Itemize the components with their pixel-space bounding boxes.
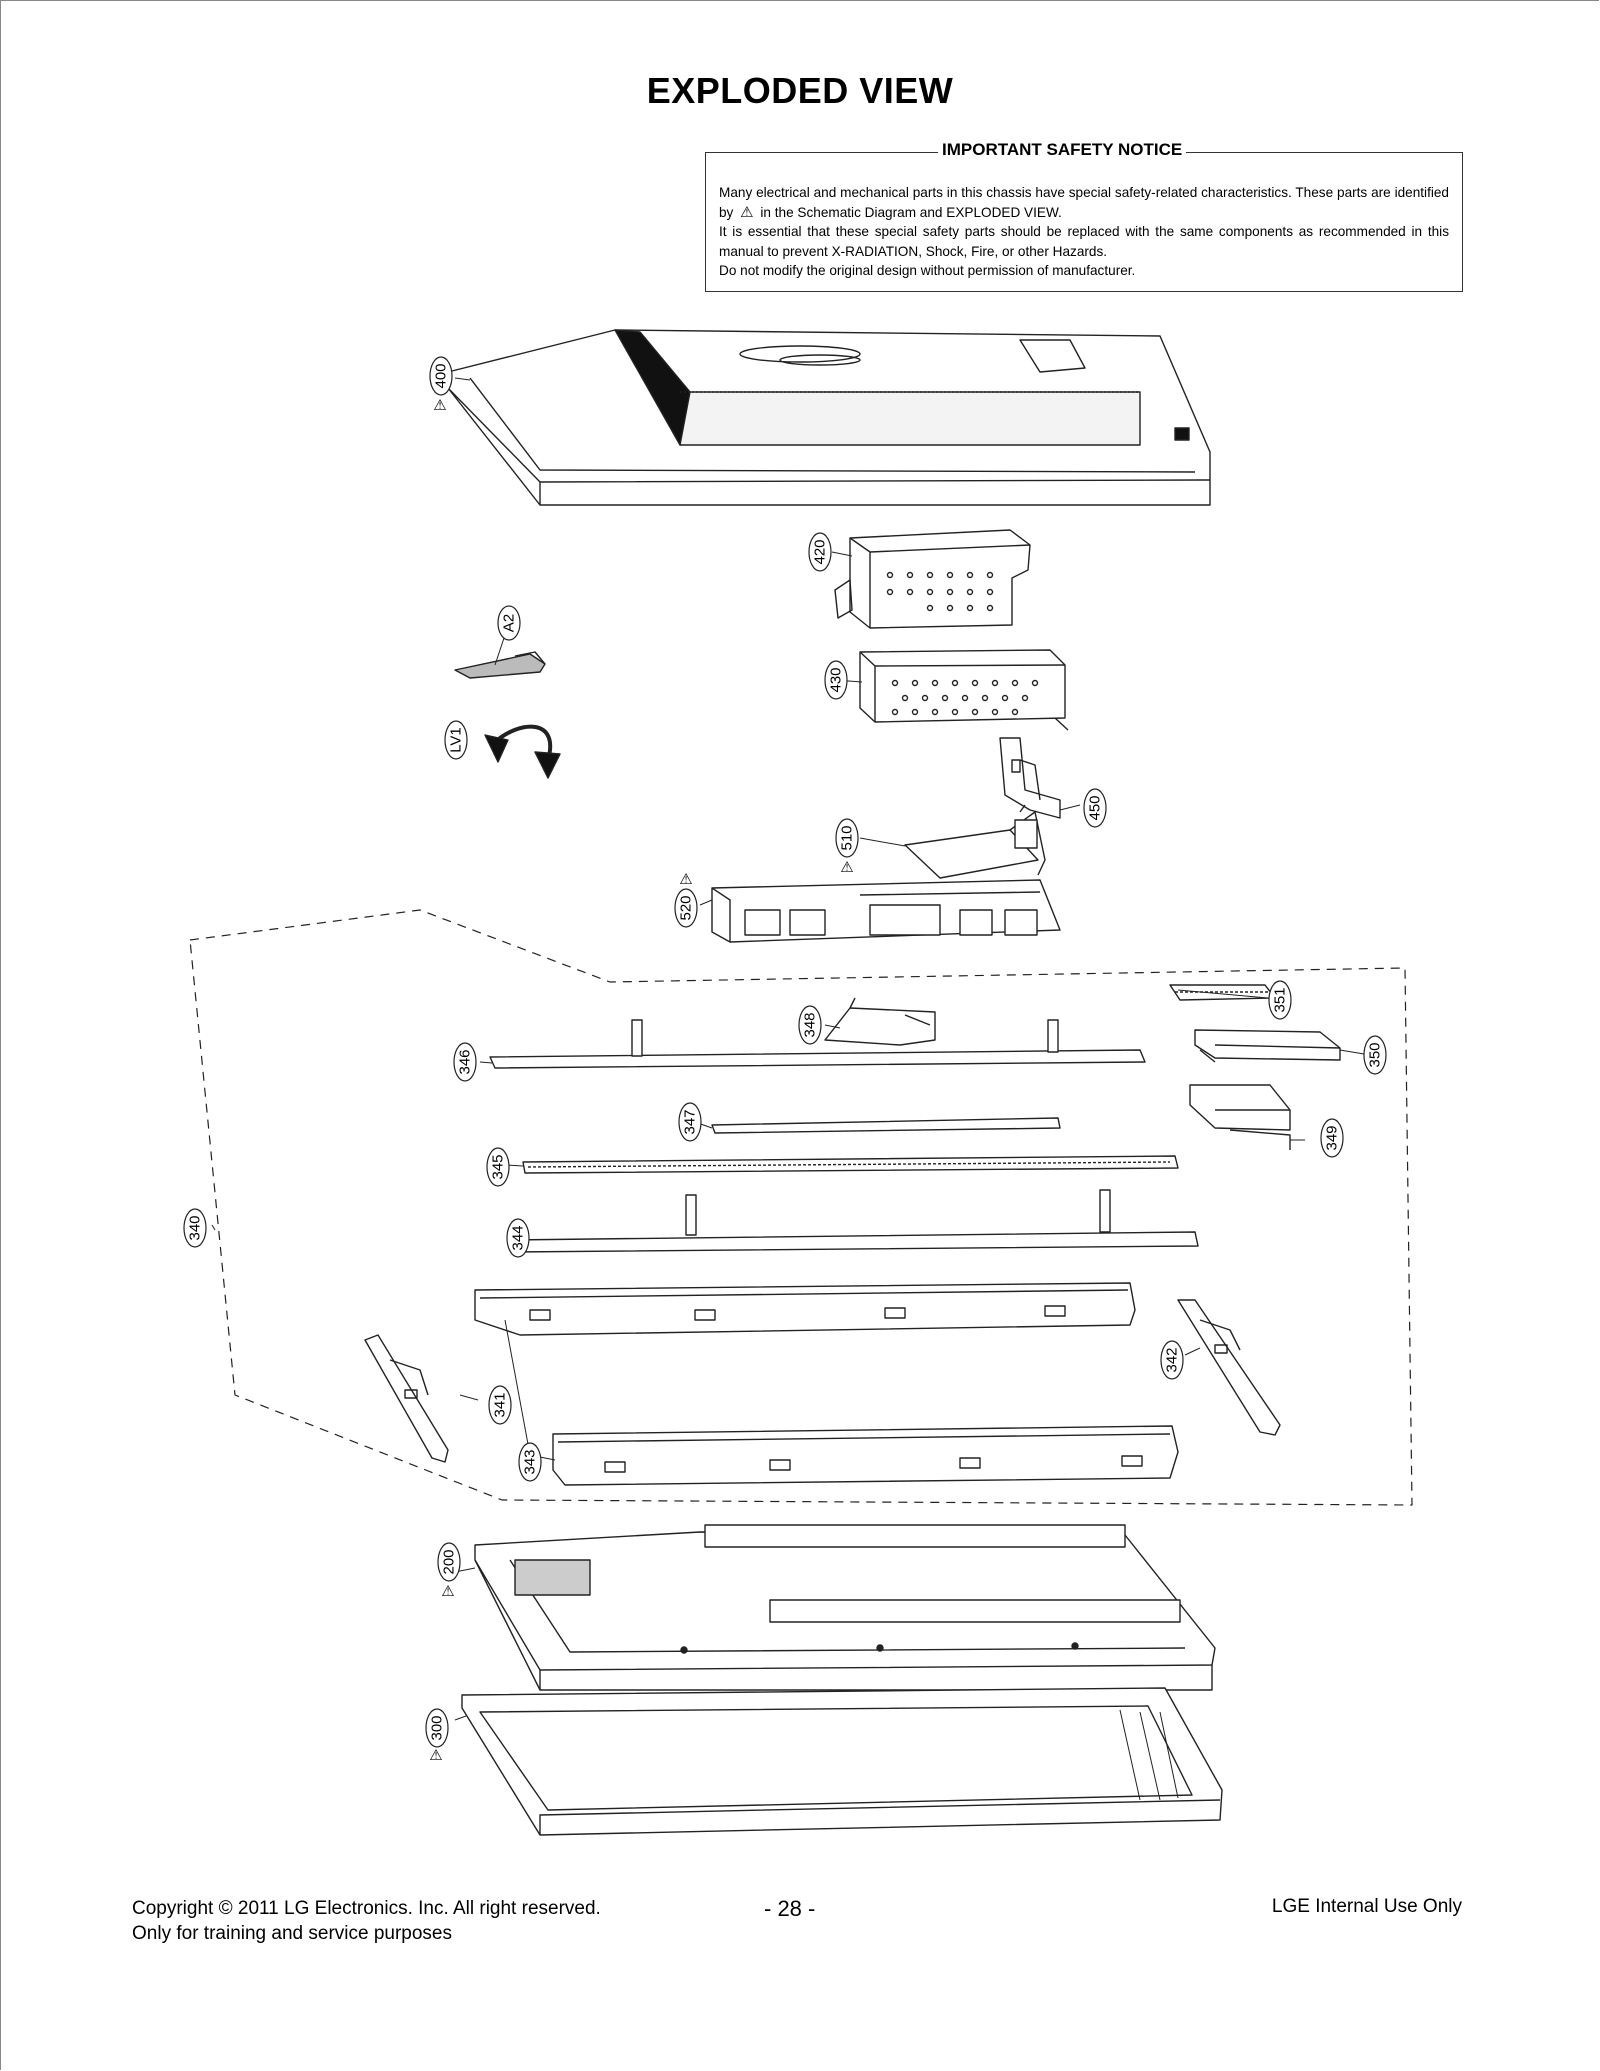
callout-347: 347 [678, 1102, 702, 1142]
svg-text:LV1: LV1 [448, 727, 465, 753]
callout-300: 300 ⚠ [425, 1708, 449, 1764]
callout-400: 400 ⚠ [429, 356, 453, 414]
part-450-bracket [999, 737, 1061, 819]
svg-text:343: 343 [522, 1449, 539, 1474]
svg-text:350: 350 [1367, 1042, 1384, 1067]
svg-text:430: 430 [828, 667, 845, 692]
warning-triangle-icon: ⚠ [840, 859, 853, 876]
warning-triangle-icon: ⚠ [740, 203, 754, 221]
svg-text:342: 342 [1164, 1347, 1181, 1372]
part-345-rail [522, 1155, 1179, 1174]
copyright-prefix: Copyright [132, 1898, 214, 1919]
callout-345: 345 [486, 1147, 510, 1187]
part-430-shield-box [859, 649, 1069, 731]
callout-343: 343 [518, 1442, 542, 1482]
footer-internal-use: LGE Internal Use Only [1271, 1896, 1462, 1917]
svg-text:300: 300 [429, 1715, 446, 1740]
callout-350: 350 [1363, 1035, 1387, 1075]
part-351 [1169, 984, 1276, 1001]
svg-text:348: 348 [802, 1012, 819, 1037]
warning-triangle-icon: ⚠ [679, 871, 692, 888]
callout-344: 344 [506, 1218, 530, 1258]
warning-triangle-icon: ⚠ [429, 1747, 442, 1764]
svg-text:200: 200 [441, 1549, 458, 1574]
callout-346: 346 [453, 1042, 477, 1082]
svg-text:A2: A2 [501, 614, 518, 632]
callout-520: 520 ⚠ [674, 871, 698, 928]
svg-text:510: 510 [839, 825, 856, 850]
callout-430: 430 [824, 660, 848, 700]
callout-200: 200 ⚠ [437, 1542, 461, 1600]
svg-text:341: 341 [492, 1392, 509, 1417]
part-300-bezel [461, 1687, 1223, 1836]
svg-text:450: 450 [1087, 795, 1104, 820]
part-510-board [904, 804, 1046, 879]
safety-notice-box: IMPORTANT SAFETY NOTICE Many electrical … [705, 140, 1463, 292]
part-520-board [711, 879, 1061, 943]
leader-lines [211, 377, 1371, 1721]
part-400-rear-cover [447, 329, 1211, 506]
callout-340: 340 [183, 1208, 207, 1248]
part-349 [1189, 1084, 1291, 1150]
part-344-rail [507, 1189, 1199, 1253]
footer-training-note: Only for training and service purposes [132, 1923, 452, 1944]
svg-text:346: 346 [457, 1049, 474, 1074]
warning-triangle-icon: ⚠ [441, 1583, 454, 1600]
callout-450: 450 [1083, 788, 1107, 828]
part-342-bracket [1177, 1299, 1281, 1436]
callout-a2: A2 [497, 605, 521, 641]
safety-notice-heading: IMPORTANT SAFETY NOTICE [938, 140, 1187, 160]
group-340-boundary [189, 909, 1413, 1506]
page-title: EXPLODED VIEW [646, 70, 954, 111]
part-a2 [454, 651, 546, 679]
notice-line2: It is essential that these special safet… [719, 224, 1449, 259]
svg-text:344: 344 [510, 1225, 527, 1250]
part-343-lower [552, 1425, 1179, 1486]
footer-copyright: Copyright © 2011 LG Electronics. Inc. Al… [132, 1896, 601, 1946]
copyright-icon: © [218, 1898, 233, 1919]
callout-342: 342 [1160, 1340, 1184, 1380]
part-341-bracket [364, 1334, 449, 1463]
part-350 [1194, 1029, 1341, 1063]
safety-notice-body: Many electrical and mechanical parts in … [719, 183, 1449, 281]
svg-text:349: 349 [1324, 1125, 1341, 1150]
part-348 [824, 997, 936, 1046]
svg-text:420: 420 [812, 539, 829, 564]
part-lv1-cable [484, 724, 561, 779]
part-200-frame [474, 1524, 1216, 1691]
notice-line3: Do not modify the original design withou… [719, 263, 1136, 279]
svg-text:520: 520 [678, 895, 695, 920]
svg-text:340: 340 [187, 1215, 204, 1240]
svg-text:345: 345 [490, 1154, 507, 1179]
part-343-upper [474, 1282, 1136, 1336]
page-number: - 28 - [764, 1896, 816, 1921]
part-347 [711, 1117, 1061, 1134]
notice-line1: Many electrical and mechanical parts in … [719, 185, 1449, 220]
callout-510: 510 ⚠ [835, 818, 859, 876]
part-346-rail [489, 1019, 1146, 1069]
callout-lv1: LV1 [444, 720, 468, 760]
callout-420: 420 [808, 532, 832, 572]
notice-line1-tail: in the Schematic Diagram and EXPLODED VI… [760, 204, 1062, 220]
part-420-shield [834, 529, 1031, 629]
copyright-text: 2011 LG Electronics. Inc. All right rese… [237, 1898, 601, 1919]
warning-triangle-icon: ⚠ [433, 397, 446, 414]
callout-351: 351 [1268, 980, 1292, 1020]
callout-348: 348 [798, 1005, 822, 1045]
svg-text:351: 351 [1272, 987, 1289, 1012]
svg-text:347: 347 [682, 1109, 699, 1134]
svg-text:400: 400 [433, 363, 450, 388]
callout-341: 341 [488, 1385, 512, 1425]
callout-349: 349 [1320, 1118, 1344, 1158]
